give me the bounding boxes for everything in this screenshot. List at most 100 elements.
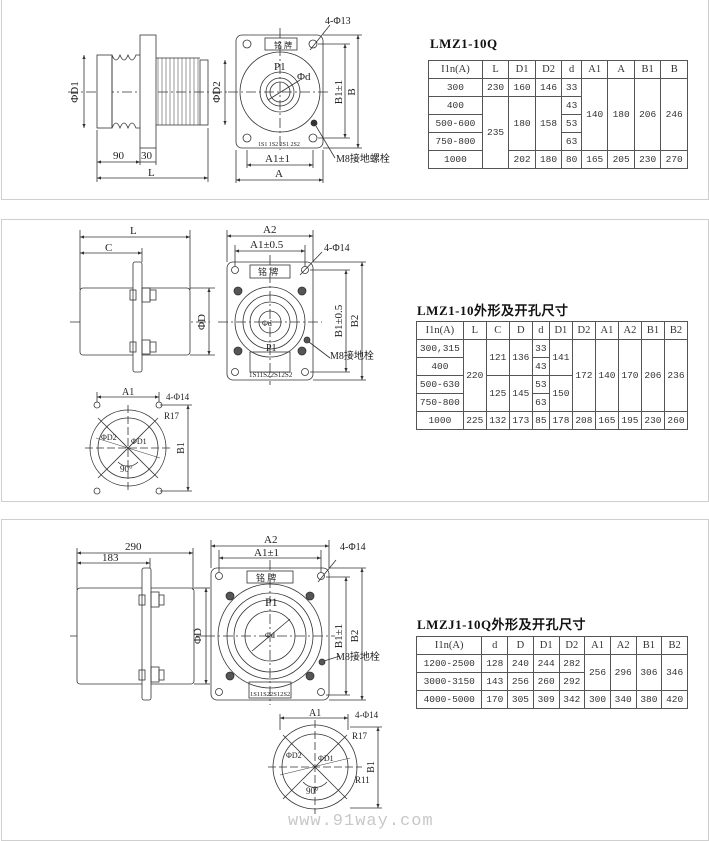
dim-a2-label: A2 (263, 224, 276, 236)
table-row: 1000 202 180 80 165 205 230 270 (428, 150, 688, 169)
table-cell: 125 (485, 375, 510, 412)
nameplate-label: 铭 牌 (274, 40, 292, 50)
table-cell: 170 (481, 690, 509, 709)
section-title: LMZ1-10外形及开孔尺寸 (417, 303, 569, 318)
table-cell: 178 (548, 411, 573, 430)
cut-d1-label: ΦD1 (131, 437, 147, 446)
table-header-row: I1n(A) L D1 D2 d A1 A B1 B (428, 60, 688, 79)
dim-a1-label: A1±1 (254, 547, 279, 559)
table-cell: 3000-3150 (415, 672, 483, 691)
table-row: 4000-5000 170 305 309 342 300 340 380 42… (415, 690, 688, 709)
table-cell: 53 (531, 375, 550, 394)
section-title: LMZ1-10Q (430, 36, 498, 51)
table-row: 400 43 (416, 357, 688, 376)
header-cell: A2 (609, 636, 637, 655)
table-cell: 173 (508, 411, 533, 430)
table-cell: 146 (534, 78, 563, 97)
table-cell: 400 (428, 96, 483, 115)
table-cell: 750-800 (428, 132, 483, 151)
table-cell: 80 (561, 150, 582, 169)
table-cell: 270 (660, 150, 688, 169)
table-cell: 128 (481, 654, 509, 673)
cut-d2-label: ΦD2 (101, 433, 117, 442)
spec-table-lmz1-10q: I1n(A) L D1 D2 d A1 A B1 B 300 230 160 1… (428, 60, 688, 169)
dim-b-label: B (346, 88, 358, 95)
header-cell: D (507, 636, 534, 655)
cut-holes-label: 4-Φ14 (166, 392, 190, 402)
header-cell: I1n(A) (428, 60, 483, 79)
table-cell: 300,315 (416, 339, 464, 358)
table-cell: 235 (481, 96, 510, 169)
table-cell: 342 (558, 690, 586, 709)
nameplate-label: 铭 牌 (258, 266, 278, 277)
terminals-label: 1S11S22S12S2 (250, 691, 290, 698)
table-cell: 230 (481, 78, 510, 97)
ground-bolt-label: M8接地栓 (330, 349, 374, 362)
table-cell: 1000 (416, 411, 464, 430)
table-cell: 380 (635, 690, 663, 709)
header-cell: D2 (558, 636, 586, 655)
table-cell: 206 (640, 339, 665, 412)
angle-label: 90° (306, 786, 319, 796)
p1-label: P1 (265, 595, 278, 609)
header-cell: A1 (594, 321, 619, 340)
header-cell: B (660, 60, 688, 79)
header-cell: L (481, 60, 510, 79)
cut-b1-label: B1 (176, 442, 187, 454)
header-cell: d (481, 636, 509, 655)
dim-a2-label: A2 (264, 534, 277, 546)
dim-d2-label: ΦD2 (211, 81, 223, 102)
dim-phid-label: ΦD (192, 628, 204, 644)
table-row: 500-600 53 (428, 114, 688, 133)
table-cell: 165 (594, 411, 619, 430)
table-cell: 4000-5000 (415, 690, 483, 709)
header-cell: B1 (635, 636, 663, 655)
table-cell: 256 (507, 672, 534, 691)
table-cell: 236 (663, 339, 689, 412)
cut-a1-label: A1 (309, 708, 321, 719)
header-cell: L (462, 321, 487, 340)
table-cell: 400 (416, 357, 464, 376)
header-cell: d (531, 321, 550, 340)
table-cell: 206 (633, 78, 662, 151)
r11-label: R11 (355, 775, 370, 785)
table-cell: 246 (660, 78, 688, 151)
dim-90-label: 90 (113, 150, 125, 162)
table-cell: 43 (531, 357, 550, 376)
table-cell: 150 (548, 375, 573, 412)
table-cell: 340 (609, 690, 637, 709)
table-cell: 160 (508, 78, 536, 97)
table-cell: 500-630 (416, 375, 464, 394)
cut-b1-label: B1 (366, 761, 377, 773)
table-cell: 260 (663, 411, 689, 430)
table-cell: 180 (508, 96, 536, 151)
dim-b1-label: B1±0.5 (333, 304, 345, 337)
table-cell: 170 (617, 339, 642, 412)
p1-label: P1 (274, 61, 286, 73)
front-view-lmz1-10q (228, 24, 362, 183)
cut-holes-label: 4-Φ14 (355, 710, 379, 720)
header-cell: I1n(A) (416, 321, 464, 340)
r17-label: R17 (352, 731, 368, 741)
table-cell: 158 (534, 96, 563, 151)
side-view-lmzj1-10q (70, 548, 210, 701)
table-row: 3000-3150 143 256 260 292 (415, 672, 688, 691)
spec-table-lmzj1-10q: I1n(A) d D D1 D2 A1 A2 B1 B2 1200-2500 1… (415, 636, 688, 709)
table-row: 400 235 180 158 43 (428, 96, 688, 169)
table-cell: 282 (558, 654, 586, 673)
header-cell: D2 (571, 321, 596, 340)
table-cell: 121 (485, 339, 510, 376)
table-cell: 346 (661, 654, 688, 691)
header-cell: D (508, 321, 533, 340)
side-view-lmz1-10q (68, 34, 230, 182)
dim-b1-label: B1±1 (333, 624, 345, 648)
table-cell: 256 (584, 654, 611, 691)
dim-phid-label: ΦD (196, 314, 208, 330)
front-view-lmzj1-10q (205, 540, 366, 705)
angle-label: 90° (120, 464, 133, 474)
cut-d1-label: ΦD1 (318, 754, 334, 763)
front-view-lmz1-10 (218, 230, 366, 385)
table-row: 750-800 63 (428, 132, 688, 151)
cutout-view-lmzj1-10q (268, 714, 382, 814)
header-cell: B2 (661, 636, 688, 655)
